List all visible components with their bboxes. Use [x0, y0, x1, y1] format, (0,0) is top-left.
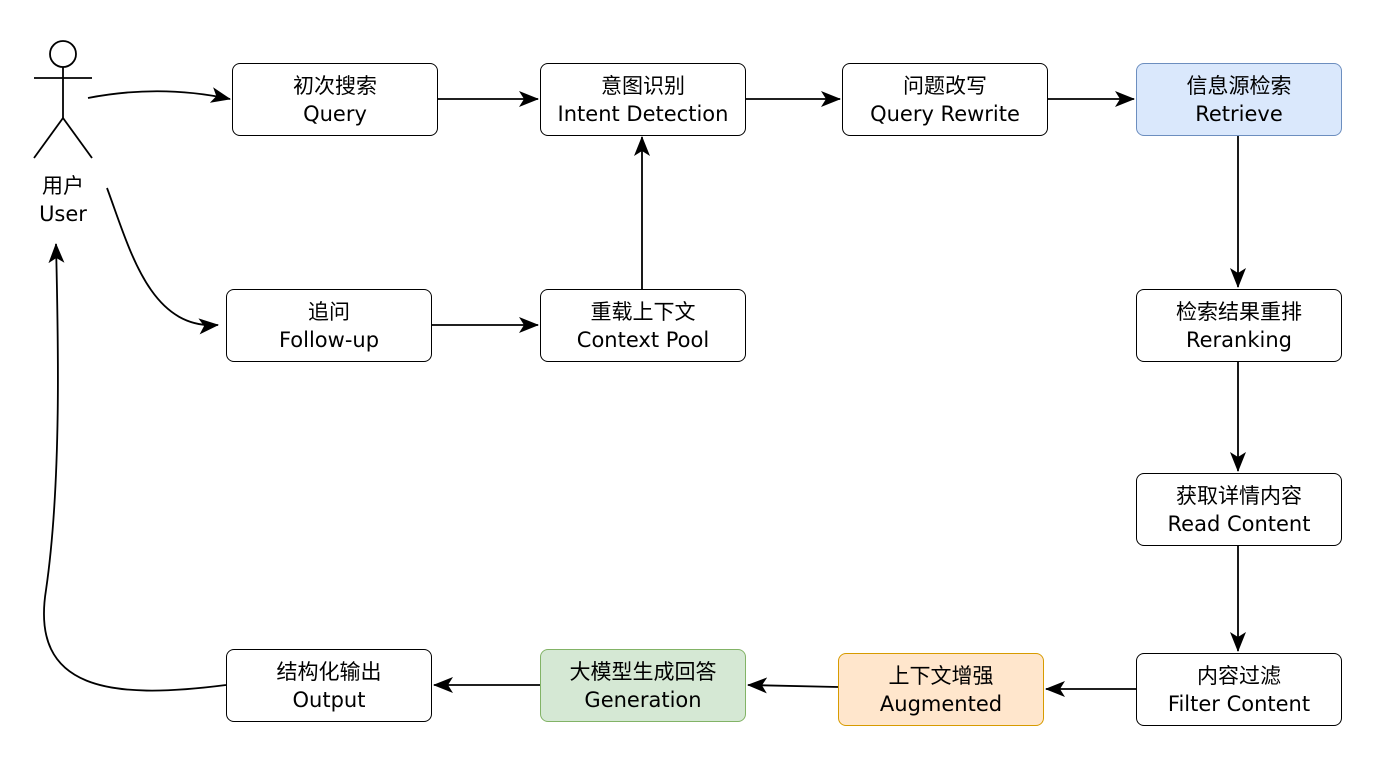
actor-label-cn: 用户	[42, 174, 84, 198]
node-augment-cn: 上下文增强	[888, 663, 994, 688]
node-generate-cn: 大模型生成回答	[569, 659, 717, 684]
node-rewrite-cn: 问题改写	[903, 73, 987, 98]
node-filter-cn: 内容过滤	[1197, 663, 1281, 688]
node-read-cn: 获取详情内容	[1176, 483, 1302, 508]
node-output: 结构化输出 Output	[226, 649, 432, 722]
node-reranking: 检索结果重排 Reranking	[1136, 289, 1342, 362]
node-context-cn: 重载上下文	[590, 299, 696, 324]
actor-label: 用户 User	[13, 172, 113, 228]
stick-figure-icon	[33, 40, 93, 159]
node-intent-detection: 意图识别 Intent Detection	[540, 63, 746, 136]
node-augmented: 上下文增强 Augmented	[838, 653, 1044, 726]
node-generate-en: Generation	[584, 687, 702, 712]
node-query-en: Query	[303, 101, 367, 126]
node-query-rewrite: 问题改写 Query Rewrite	[842, 63, 1048, 136]
node-filter-content: 内容过滤 Filter Content	[1136, 653, 1342, 726]
node-read-content: 获取详情内容 Read Content	[1136, 473, 1342, 546]
node-retrieve-en: Retrieve	[1195, 101, 1283, 126]
node-filter-en: Filter Content	[1167, 691, 1311, 716]
node-intent-cn: 意图识别	[601, 73, 685, 98]
node-intent-en: Intent Detection	[557, 101, 729, 126]
edge-augment-generate	[747, 677, 839, 694]
edge-user-followup	[106, 187, 219, 335]
edge-output-user	[43, 243, 227, 692]
node-rerank-cn: 检索结果重排	[1176, 299, 1302, 324]
node-output-en: Output	[292, 687, 366, 712]
node-follow-up: 追问 Follow-up	[226, 289, 432, 362]
node-augment-en: Augmented	[879, 691, 1003, 716]
node-retrieve-cn: 信息源检索	[1186, 73, 1292, 98]
edge-user-query	[87, 87, 231, 103]
node-read-en: Read Content	[1167, 511, 1311, 536]
node-query-cn: 初次搜索	[293, 73, 377, 98]
node-rerank-en: Reranking	[1185, 327, 1292, 352]
node-retrieve: 信息源检索 Retrieve	[1136, 63, 1342, 136]
node-output-cn: 结构化输出	[276, 659, 382, 684]
node-context-en: Context Pool	[576, 327, 710, 352]
node-query: 初次搜索 Query	[232, 63, 438, 136]
node-context-pool: 重载上下文 Context Pool	[540, 289, 746, 362]
node-followup-cn: 追问	[308, 299, 350, 324]
actor-label-en: User	[39, 202, 87, 226]
node-followup-en: Follow-up	[278, 327, 380, 352]
node-generation: 大模型生成回答 Generation	[540, 649, 746, 722]
node-rewrite-en: Query Rewrite	[870, 101, 1020, 126]
